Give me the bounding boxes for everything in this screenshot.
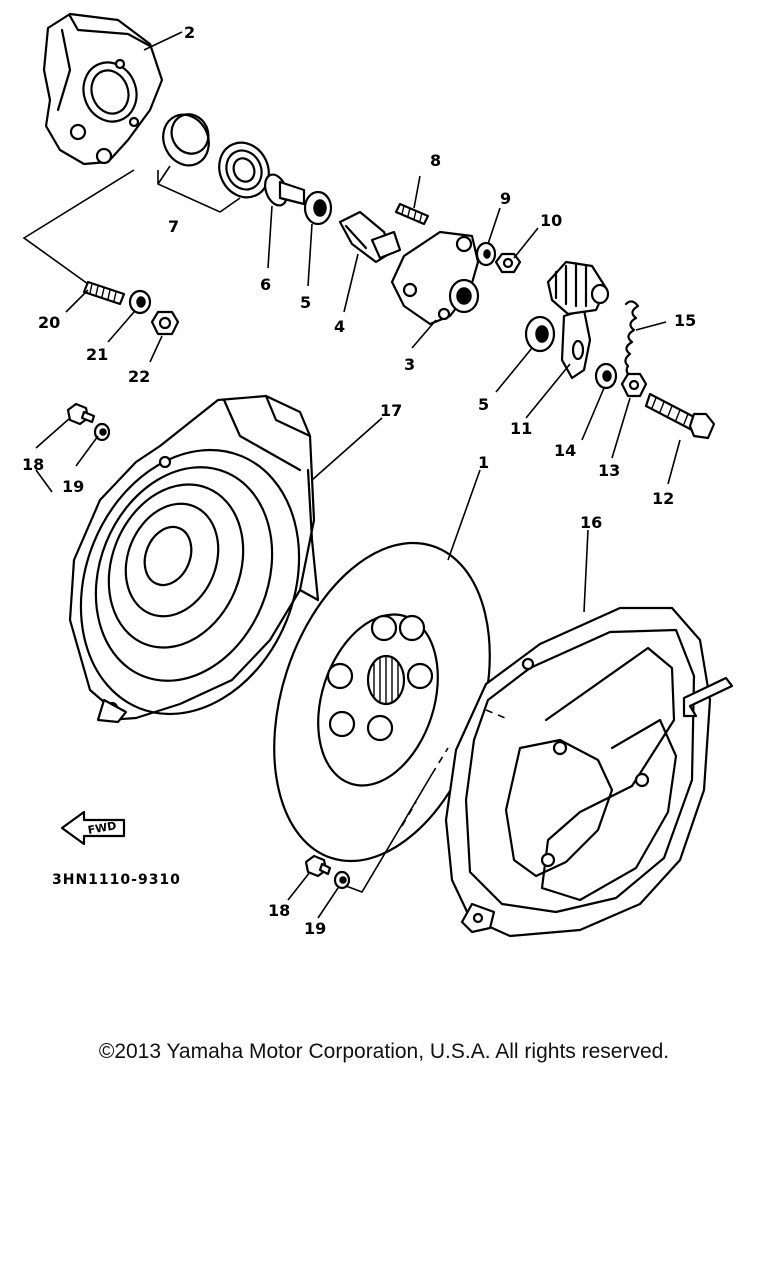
exploded-parts-diagram: FWD 2 — [22, 12, 734, 938]
part-18-bolt-upper — [66, 402, 96, 426]
part-6-adjuster — [264, 173, 306, 207]
callout-9: 9 — [500, 189, 511, 208]
callout-20: 20 — [38, 313, 60, 332]
part-18-bolt-lower — [304, 854, 332, 878]
callout-11: 11 — [510, 419, 532, 438]
callout-12: 12 — [652, 489, 674, 508]
part-2-caliper-bracket — [42, 12, 164, 166]
part-21-washer — [128, 289, 152, 315]
callout-16: 16 — [580, 513, 602, 532]
callout-21: 21 — [86, 345, 108, 364]
callout-22: 22 — [128, 367, 150, 386]
fwd-label: FWD — [87, 819, 118, 837]
callout-4: 4 — [334, 317, 345, 336]
part-5-seal-upper — [303, 190, 333, 226]
assembly-lines — [22, 169, 511, 827]
part-4-camshaft — [338, 210, 402, 264]
leader-lines — [35, 31, 681, 919]
copyright-notice: ©2013 Yamaha Motor Corporation, U.S.A. A… — [98, 1040, 670, 1063]
part-7-piston-pair — [162, 113, 270, 199]
fwd-arrow-icon: FWD — [60, 810, 126, 846]
part-17-brake-housing — [68, 394, 320, 724]
callout-14: 14 — [554, 441, 576, 460]
part-1-brake-disc — [273, 541, 491, 863]
part-19-washer-lower — [333, 870, 351, 890]
callout-2: 2 — [184, 23, 195, 42]
part-9-washer — [475, 241, 497, 267]
callout-18-upper: 18 — [22, 455, 44, 474]
callout-1: 1 — [478, 453, 489, 472]
part-19-washer-upper — [93, 422, 111, 442]
callout-5-upper: 5 — [300, 293, 311, 312]
callout-5-lower: 5 — [478, 395, 489, 414]
callout-10: 10 — [540, 211, 562, 230]
part-14-washer — [594, 362, 618, 390]
part-3-cam-body — [390, 230, 480, 326]
part-20-stud — [82, 280, 126, 306]
callout-19-upper: 19 — [62, 477, 84, 496]
part-12-bolt — [644, 392, 716, 440]
callout-3: 3 — [404, 355, 415, 374]
callout-8: 8 — [430, 151, 441, 170]
callout-19-lower: 19 — [304, 919, 326, 938]
part-8-stud — [394, 202, 430, 226]
callout-17: 17 — [380, 401, 402, 420]
part-13-nut — [620, 372, 648, 398]
part-11-brake-lever — [546, 260, 610, 380]
callout-numbers: 2 7 6 5 4 3 8 9 10 15 5 11 14 13 12 17 1… — [22, 23, 696, 938]
part-16-backing-plate — [444, 606, 734, 938]
drawing-code: 3HN1110-9310 — [52, 872, 181, 888]
callout-7: 7 — [168, 217, 179, 236]
callout-18-lower: 18 — [268, 901, 290, 920]
part-10-nut — [494, 252, 522, 274]
part-15-return-spring — [624, 300, 640, 380]
part-22-nut — [150, 310, 180, 336]
callout-6: 6 — [260, 275, 271, 294]
callout-13: 13 — [598, 461, 620, 480]
callout-15: 15 — [674, 311, 696, 330]
part-5-seal-lower — [524, 315, 556, 353]
